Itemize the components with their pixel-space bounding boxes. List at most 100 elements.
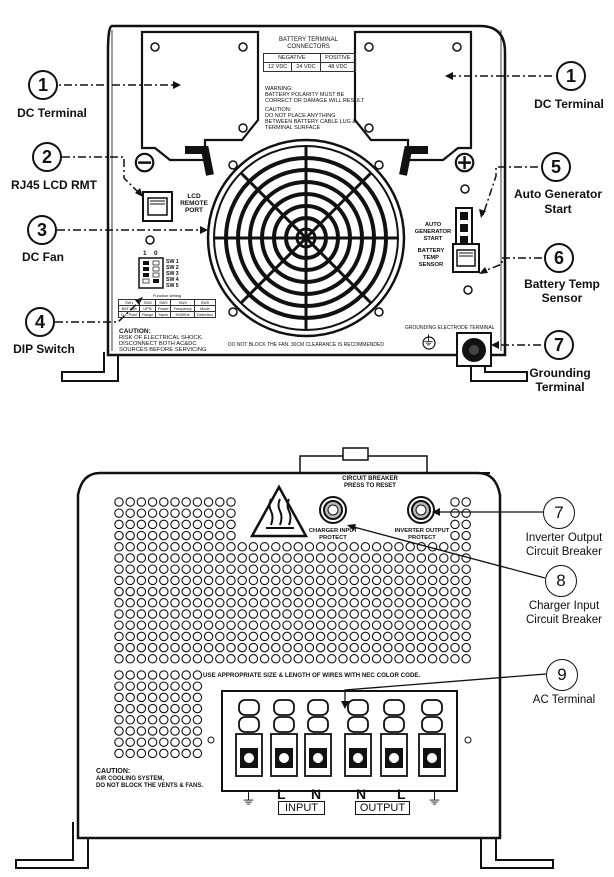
- vent-hole: [394, 564, 404, 574]
- vent-hole: [147, 654, 158, 664]
- bottom-caution-l3: DO NOT BLOCK THE VENTS & FANS.: [96, 783, 204, 789]
- vent-hole: [304, 575, 315, 586]
- vent-hole: [237, 620, 247, 630]
- vent-hole: [147, 575, 158, 586]
- ac-terminal-label: AC Terminal: [532, 694, 596, 706]
- vent-hole: [237, 598, 247, 608]
- vent-hole: [192, 642, 203, 653]
- vent-hole: [237, 542, 247, 552]
- dc-terminal-right-label: DC Terminal: [534, 97, 604, 111]
- charger-input-breaker: [319, 496, 347, 524]
- vent-hole: [304, 598, 315, 608]
- vent-hole: [147, 681, 158, 691]
- vent-hole: [371, 654, 382, 664]
- vent-hole: [192, 692, 203, 703]
- vent-hole: [170, 586, 180, 597]
- vent-hole: [304, 620, 315, 630]
- vent-hole: [147, 670, 158, 680]
- vent-hole: [327, 609, 337, 619]
- vent-hole: [136, 642, 147, 653]
- vent-hole: [203, 654, 214, 664]
- vent-hole: [147, 609, 158, 619]
- vent-hole: [248, 598, 259, 608]
- vent-hole: [461, 642, 471, 653]
- input-ground-icon: ⏚: [241, 791, 257, 808]
- hot-surface-warning-icon: [249, 484, 309, 538]
- vent-hole: [293, 553, 303, 563]
- vent-hole: [237, 642, 247, 653]
- vent-hole: [136, 575, 147, 586]
- charger-input-cb-label-1: Charger Input: [528, 600, 600, 612]
- vent-hole: [327, 553, 337, 563]
- vent-hole: [136, 542, 147, 552]
- vent-hole: [259, 586, 270, 597]
- vent-hole: [170, 575, 180, 586]
- bottom-top-bracket: [127, 447, 490, 474]
- vent-hole: [327, 598, 337, 608]
- output-label: OUTPUT: [355, 801, 410, 815]
- vent-hole: [226, 586, 236, 597]
- vent-hole: [147, 586, 158, 597]
- vent-hole: [226, 620, 236, 630]
- v48-cell: 48 VDC: [319, 62, 357, 72]
- vent-hole: [405, 586, 415, 597]
- dip-on-label: 1: [143, 250, 147, 257]
- vent-hole: [271, 586, 281, 597]
- vent-hole: [215, 631, 225, 642]
- vent-hole: [136, 620, 147, 630]
- vent-hole: [181, 620, 191, 630]
- charger-input-cb-label-2: Circuit Breaker: [525, 614, 603, 626]
- vent-hole: [282, 620, 292, 630]
- vent-hole: [259, 564, 270, 574]
- vent-hole: [349, 564, 359, 574]
- vent-hole: [147, 598, 158, 608]
- vent-hole: [181, 726, 191, 736]
- vent-hole: [293, 642, 303, 653]
- inverter-output-breaker: [407, 496, 435, 524]
- vent-hole: [226, 564, 236, 574]
- vent-hole: [271, 631, 281, 642]
- vent-hole: [114, 586, 124, 597]
- vent-hole: [248, 631, 259, 642]
- vent-hole: [170, 737, 180, 747]
- vent-hole: [405, 620, 415, 630]
- vent-hole: [450, 519, 460, 530]
- vent-hole: [349, 542, 359, 552]
- vent-hole: [170, 681, 180, 691]
- vent-hole: [304, 631, 315, 642]
- vent-hole: [125, 703, 135, 714]
- vent-hole: [159, 598, 169, 608]
- vent-hole: [327, 654, 337, 664]
- vent-hole: [147, 748, 158, 759]
- vent-hole: [383, 609, 393, 619]
- terminal-post: [304, 699, 332, 777]
- vent-hole: [170, 553, 180, 563]
- vent-hole: [304, 609, 315, 619]
- vent-hole: [170, 654, 180, 664]
- warning-l2: BATTERY POLARITY MUST BE: [265, 92, 345, 98]
- vent-hole: [237, 631, 247, 642]
- top-caution-l1: CAUTION:: [119, 328, 151, 335]
- vent-hole: [181, 575, 191, 586]
- warning-l7: TERMINAL SURFACE: [265, 125, 321, 131]
- vent-hole: [136, 553, 147, 563]
- vent-hole: [203, 575, 214, 586]
- vent-hole: [439, 631, 449, 642]
- connector-title-2: CONNECTORS: [287, 44, 330, 50]
- vent-hole: [159, 564, 169, 574]
- vent-hole: [159, 703, 169, 714]
- bottom-callout-leaders: [344, 511, 547, 705]
- vent-hole: [315, 620, 326, 630]
- vent-hole: [450, 564, 460, 574]
- vent-hole: [147, 631, 158, 642]
- vent-hole: [192, 748, 203, 759]
- vent-hole: [125, 620, 135, 630]
- vent-hole: [159, 737, 169, 747]
- bottom-caution-l1: CAUTION:: [96, 768, 131, 775]
- vent-hole: [226, 598, 236, 608]
- vent-hole: [170, 609, 180, 619]
- auto-generator-label-2: Start: [544, 202, 572, 216]
- dip-switch-block: [138, 235, 164, 289]
- vent-hole: [114, 631, 124, 642]
